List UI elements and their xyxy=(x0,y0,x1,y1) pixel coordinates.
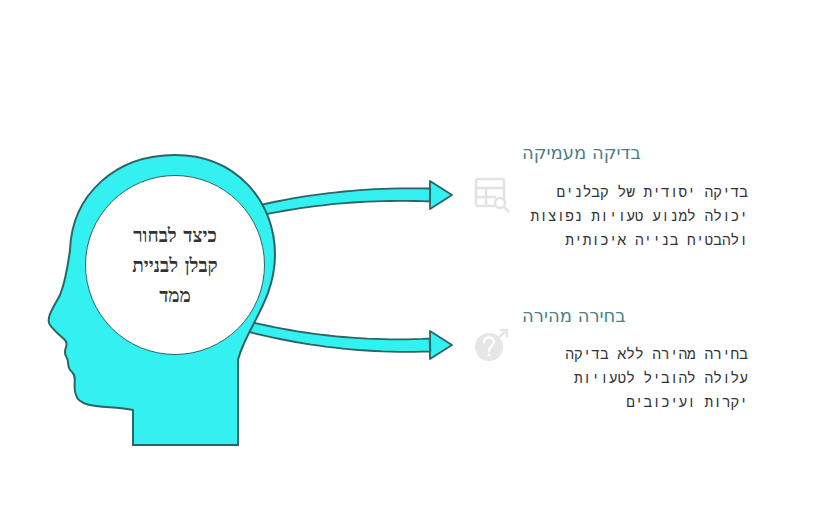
option-item: בדיקה מעמיקה בדיקה יסודית של קבלנים יכולה… xyxy=(452,140,752,255)
option-item: בחירה מהירהבחירה מהירה ללא בדיקה עלולה ל… xyxy=(452,302,752,392)
head-silhouette xyxy=(49,155,275,445)
block-arrow xyxy=(247,181,452,218)
block-arrow xyxy=(241,320,452,359)
topic-circle: כיצד לבחור קבלן לבניית ממד xyxy=(85,175,265,355)
option-description: בדיקה יסודית של קבלנים יכולה למנוע טעויו… xyxy=(522,181,748,253)
option-heading: בחירה מהירה xyxy=(522,305,626,326)
option-heading: בדיקה מעמיקה xyxy=(522,142,641,163)
topic-title: כיצד לבחור קבלן לבניית ממד xyxy=(114,220,236,310)
table-search-icon xyxy=(476,179,509,212)
question-icon xyxy=(475,330,507,361)
option-description: בחירה מהירה ללא בדיקה עלולה להוביל לטעוי… xyxy=(522,343,748,415)
